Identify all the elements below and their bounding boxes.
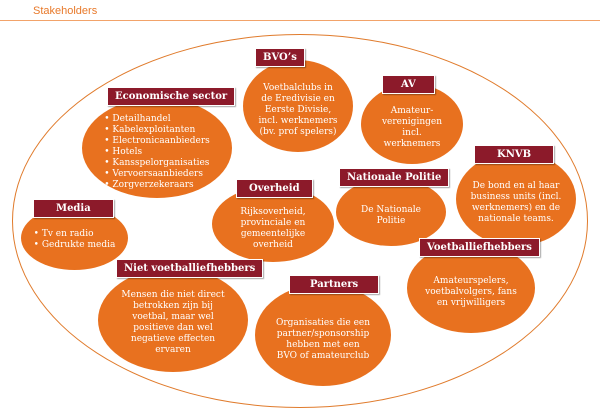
partners-description: Organisaties die een partner/sponsorship… bbox=[275, 318, 371, 361]
media-list: Tv en radio Gedrukte media bbox=[34, 229, 116, 251]
nationale-politie-tag: Nationale Politie bbox=[339, 168, 450, 187]
bvo-ellipse: Voetbalclubs in de Eredivisie en Eerste … bbox=[243, 60, 353, 152]
list-item: Electronicaanbieders bbox=[104, 136, 209, 147]
av-description: Amateur-verenigingen incl. werknemers bbox=[381, 106, 443, 149]
stakeholders-outer-ellipse bbox=[12, 34, 588, 408]
knvb-ellipse: De bond en al haar business units (incl.… bbox=[456, 152, 576, 246]
economische-sector-list: Detailhandel Kabelexploitanten Electroni… bbox=[104, 114, 210, 191]
list-item: Tv en radio bbox=[34, 229, 116, 240]
voetballiefhebbers-tag: Voetballiefhebbers bbox=[419, 238, 540, 257]
niet-voetballiefhebbers-tag: Niet voetballiefhebbers bbox=[116, 259, 264, 278]
niet-voetballiefhebbers-ellipse: Mensen die niet direct betrokken zijn bi… bbox=[98, 268, 248, 372]
economische-sector-ellipse: Detailhandel Kabelexploitanten Electroni… bbox=[82, 98, 232, 198]
niet-voetballiefhebbers-description: Mensen die niet direct betrokken zijn bi… bbox=[121, 290, 225, 355]
list-item: Detailhandel bbox=[104, 114, 210, 125]
overheid-description: Rijksoverheid, provinciale en gemeenteli… bbox=[240, 207, 306, 250]
knvb-description: De bond en al haar business units (incl.… bbox=[470, 181, 562, 224]
knvb-tag: KNVB bbox=[474, 145, 555, 164]
voetballiefhebbers-description: Amateurspelers, voetbalvolgers, fans en … bbox=[425, 275, 517, 308]
header-divider bbox=[0, 20, 600, 21]
bvo-tag: BVO’s bbox=[255, 48, 305, 67]
overheid-ellipse: Rijksoverheid, provinciale en gemeenteli… bbox=[212, 186, 334, 262]
list-item: Kabelexploitanten bbox=[104, 125, 210, 136]
list-item: Kansspelorganisaties bbox=[104, 158, 210, 169]
av-ellipse: Amateur-verenigingen incl. werknemers bbox=[361, 84, 463, 164]
voetballiefhebbers-ellipse: Amateurspelers, voetbalvolgers, fans en … bbox=[407, 243, 535, 333]
list-item: Vervoersaanbieders bbox=[104, 169, 210, 180]
page-title: Stakeholders bbox=[33, 5, 98, 17]
list-item: Zorgverzekeraars bbox=[104, 180, 210, 191]
av-tag: AV bbox=[382, 75, 435, 94]
partners-ellipse: Organisaties die een partner/sponsorship… bbox=[255, 284, 391, 386]
partners-tag: Partners bbox=[289, 275, 380, 294]
list-item: Gedrukte media bbox=[34, 240, 116, 251]
list-item: Hotels bbox=[104, 147, 210, 158]
economische-sector-tag: Economische sector bbox=[107, 87, 236, 106]
nationale-politie-ellipse: De Nationale Politie bbox=[336, 178, 446, 246]
bvo-description: Voetbalclubs in de Eredivisie en Eerste … bbox=[258, 82, 338, 137]
media-tag: Media bbox=[33, 199, 114, 218]
nationale-politie-description: De Nationale Politie bbox=[361, 205, 421, 226]
overheid-tag: Overheid bbox=[236, 179, 313, 198]
